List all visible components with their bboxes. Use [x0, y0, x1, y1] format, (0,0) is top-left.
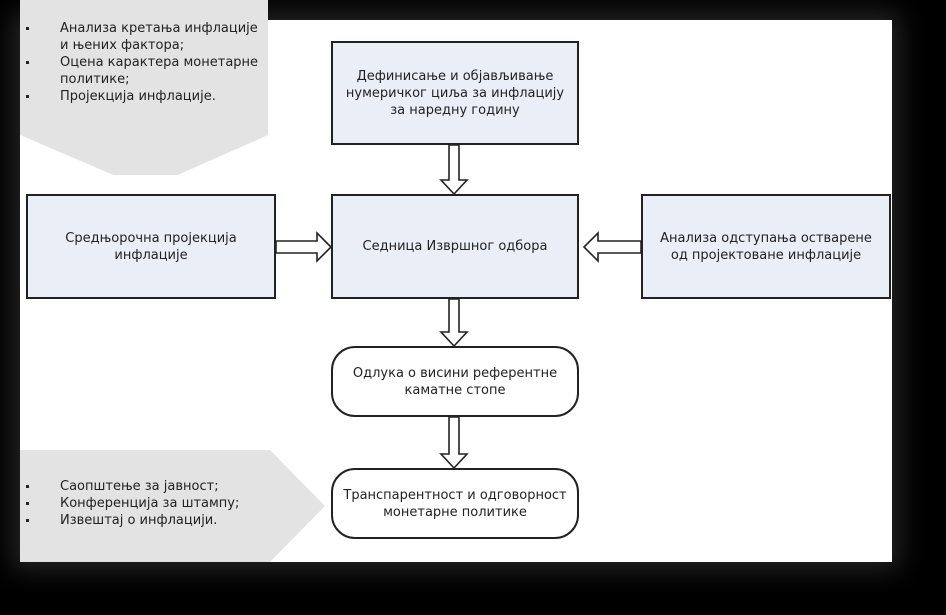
connector-arrows	[275, 144, 642, 470]
top-callout-panel	[20, 0, 268, 175]
rate-decision-box: Одлука о висини референтне каматне стопе	[331, 346, 579, 417]
top-callout-item: Оцена карактера монетарне политике;	[20, 54, 260, 88]
arrow-decision-to-transparency	[439, 416, 469, 470]
top-callout-item: Анализа кретања инфлације и њених фактор…	[20, 20, 260, 54]
transparency-box: Транспарентност и одговорност монетарне …	[331, 468, 579, 539]
target-definition-label: Дефинисање и објављивање нумеричког циља…	[345, 68, 565, 118]
medium-term-projection-box: Средњорочна пројекција инфлације	[26, 194, 276, 299]
bottom-callout-item: Саопштење за јавност;	[20, 478, 270, 495]
target-definition-box: Дефинисање и објављивање нумеричког циља…	[331, 41, 579, 145]
bottom-callout-list: Саопштење за јавност; Конференција за шт…	[20, 478, 270, 529]
bottom-callout-item: Извештај о инфлацији.	[20, 512, 270, 529]
arrow-deviation-to-session	[582, 231, 642, 263]
rate-decision-label: Одлука о висини референтне каматне стопе	[352, 365, 558, 398]
bottom-callout-panel	[20, 450, 325, 562]
arrow-projection-to-session	[275, 231, 333, 263]
top-callout-list: Анализа кретања инфлације и њених фактор…	[20, 20, 260, 105]
diagram-canvas: Анализа кретања инфлације и њених фактор…	[20, 0, 892, 562]
arrow-session-to-decision	[439, 298, 469, 348]
transparency-label: Транспарентност и одговорност монетарне …	[343, 487, 567, 520]
arrow-target-to-session	[439, 144, 469, 196]
deviation-analysis-box: Анализа одступања остварене од пројектов…	[641, 194, 891, 299]
deviation-analysis-label: Анализа одступања остварене од пројектов…	[660, 230, 872, 263]
executive-board-session-label: Седница Извршног одбора	[362, 239, 548, 254]
top-callout-item: Пројекција инфлације.	[20, 88, 260, 105]
executive-board-session-box: Седница Извршног одбора	[331, 194, 579, 299]
bottom-callout-item: Конференција за штампу;	[20, 495, 270, 512]
medium-term-projection-label: Средњорочна пројекција инфлације	[65, 230, 237, 263]
